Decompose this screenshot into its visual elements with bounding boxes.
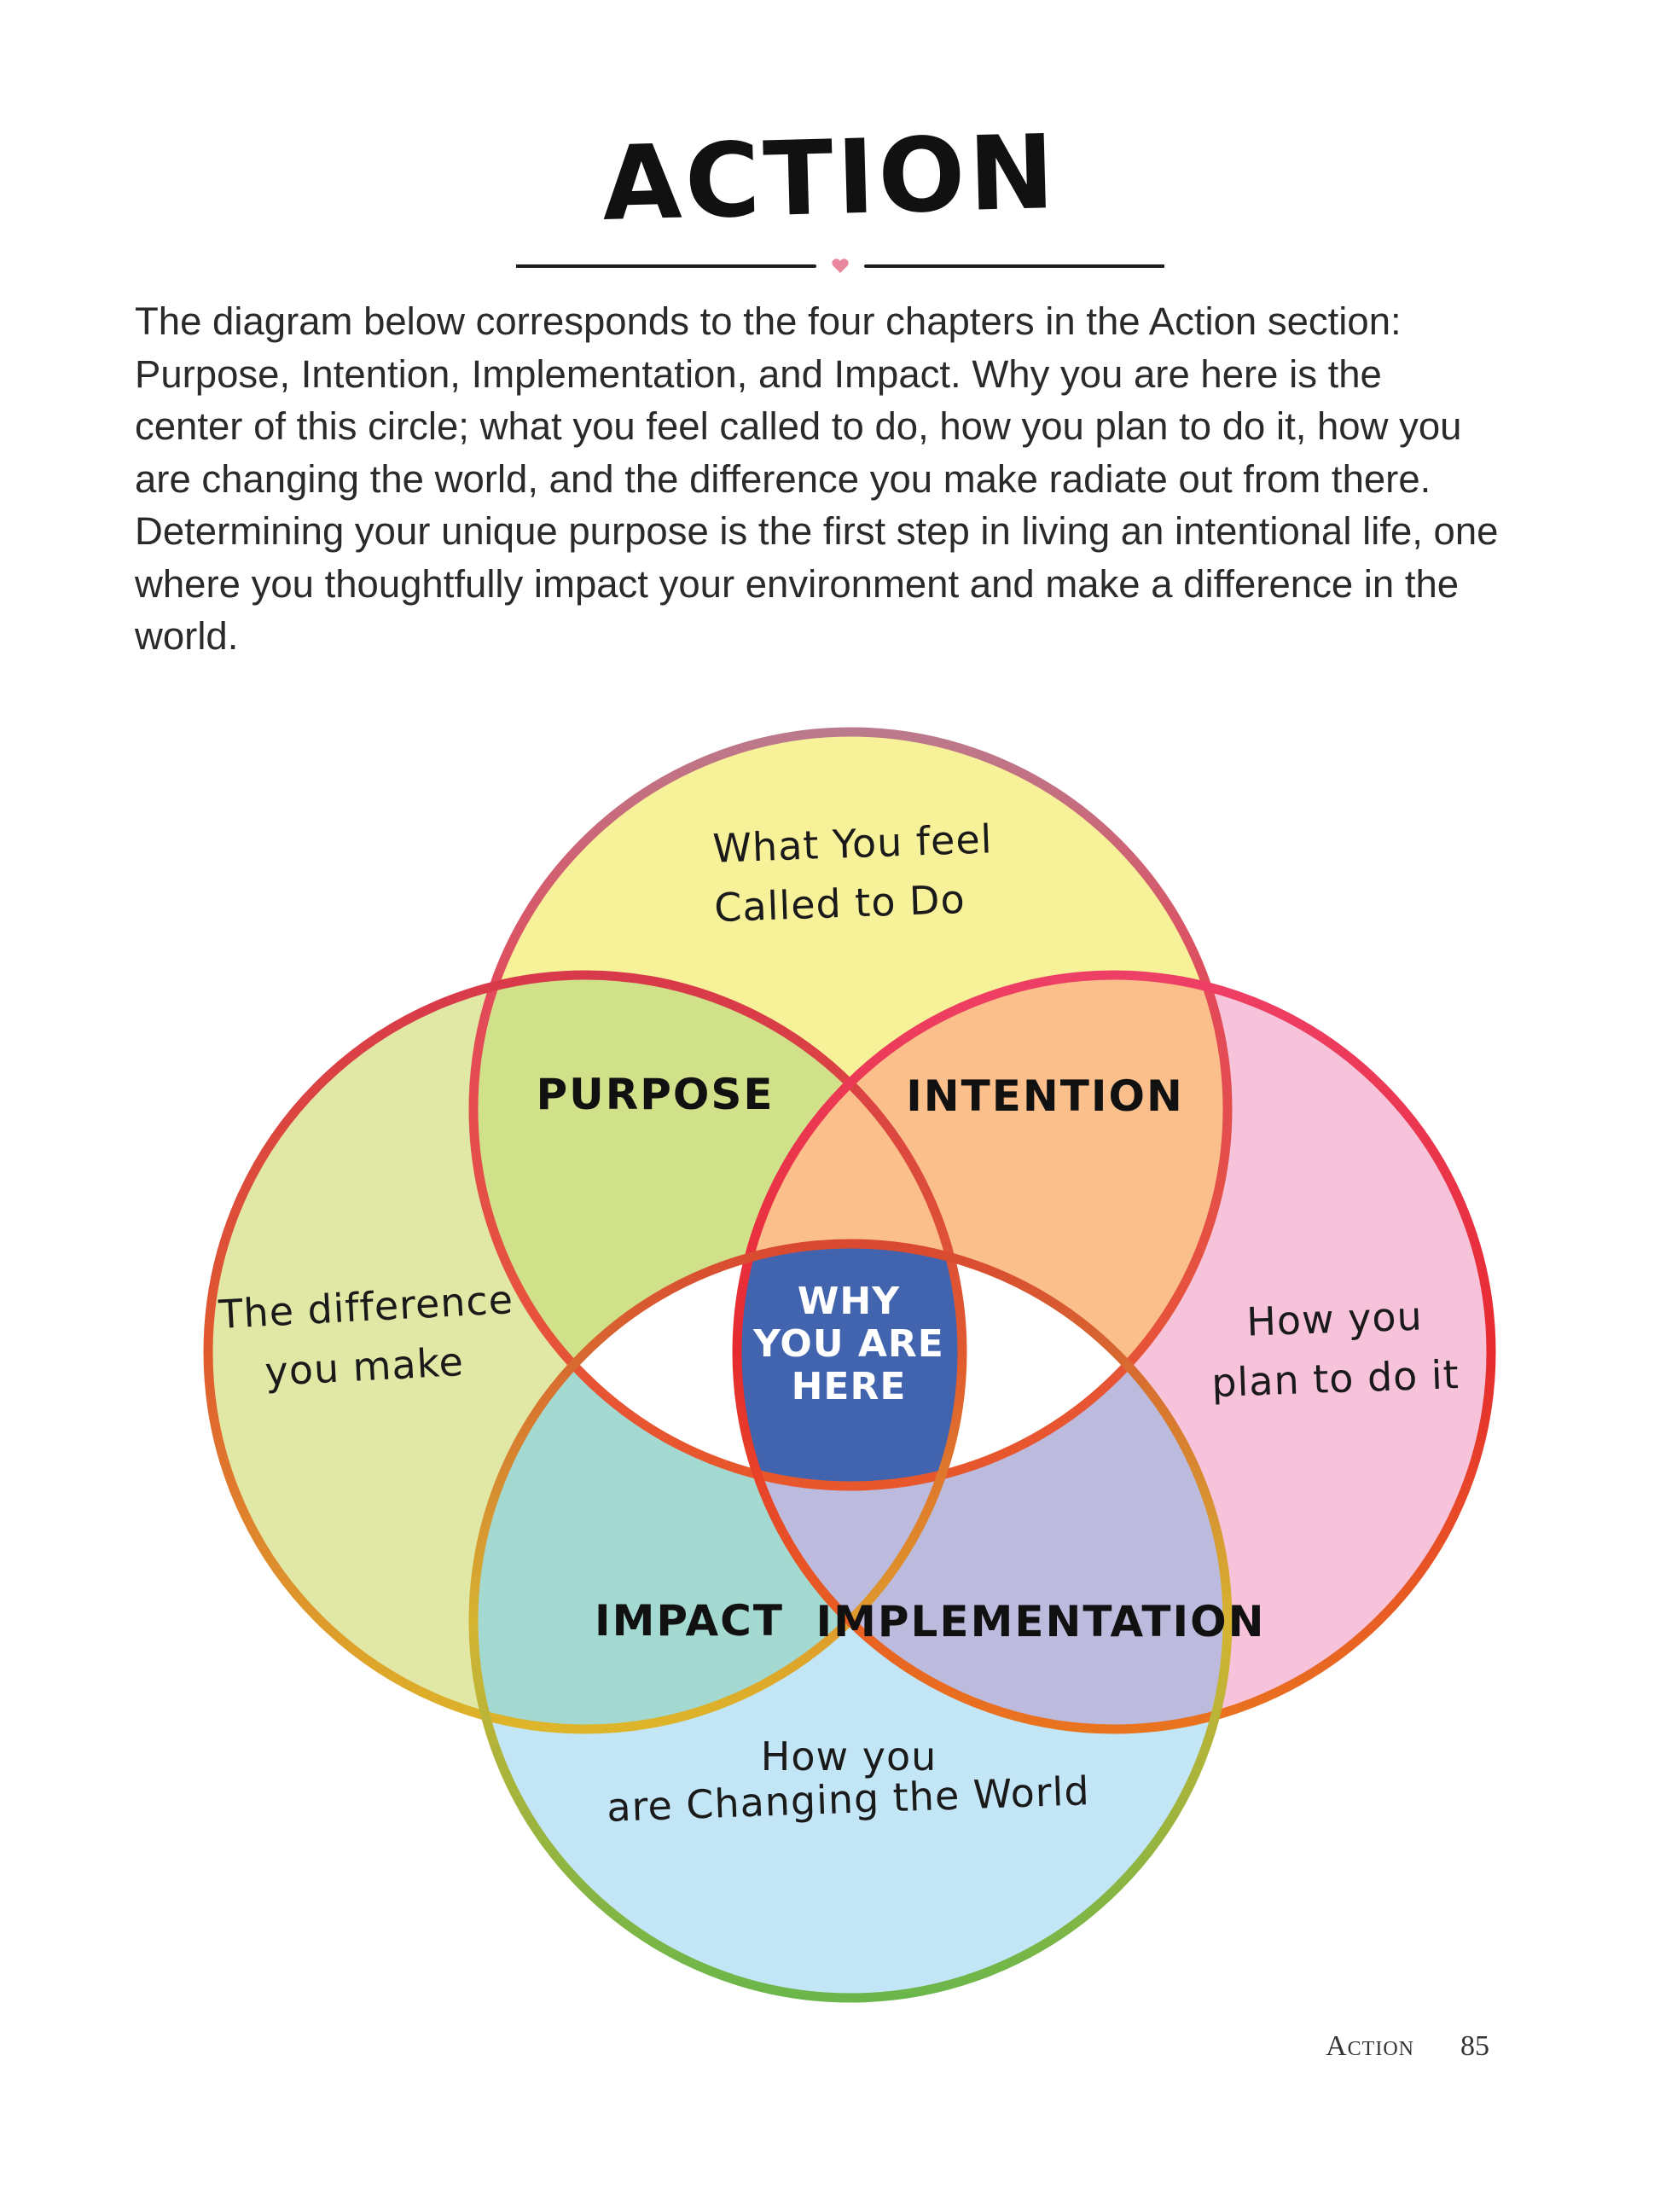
label-intention: INTENTION: [906, 1071, 1184, 1121]
label-impact: IMPACT: [595, 1596, 784, 1646]
center-label-line1: WHY: [798, 1280, 900, 1323]
page-footer: Action 85: [1326, 2030, 1489, 2063]
label-top-line2: Called to Do: [713, 876, 966, 931]
page-number: 85: [1460, 2030, 1489, 2062]
footer-section-name: Action: [1326, 2030, 1414, 2062]
center-label-line2: YOU ARE: [752, 1322, 944, 1366]
center-label-line3: HERE: [792, 1365, 907, 1408]
title-divider: [516, 258, 1164, 273]
label-right-line2: plan to do it: [1210, 1351, 1460, 1406]
label-bottom-line1: How you: [761, 1733, 937, 1779]
label-left-line2: you make: [264, 1338, 465, 1395]
label-implementation: IMPLEMENTATION: [816, 1597, 1266, 1646]
label-top-line1: What You feel: [712, 816, 994, 871]
label-purpose: PURPOSE: [536, 1070, 774, 1119]
heart-icon: [832, 258, 849, 273]
label-right-line1: How you: [1245, 1292, 1423, 1344]
intro-paragraph: The diagram below corresponds to the fou…: [135, 299, 1499, 658]
